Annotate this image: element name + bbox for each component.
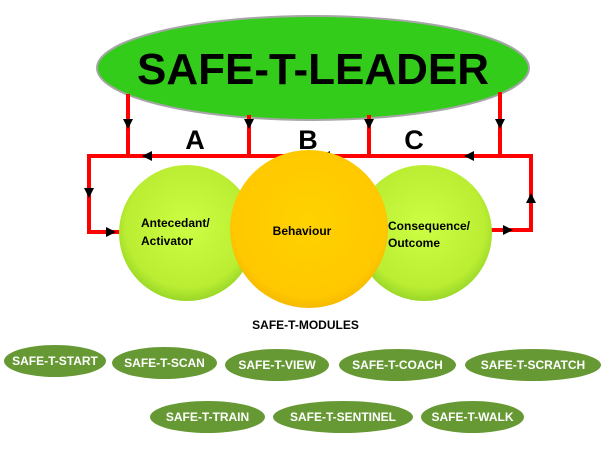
- module-pill[interactable]: SAFE-T-SCRATCH: [465, 349, 601, 381]
- arrowheads: [84, 119, 536, 237]
- module-pill[interactable]: SAFE-T-SCAN: [112, 347, 217, 379]
- arrowhead-icon: [526, 193, 536, 203]
- arrowhead-icon: [106, 227, 116, 237]
- module-pill[interactable]: SAFE-T-WALK: [421, 401, 524, 433]
- module-pill[interactable]: SAFE-T-START: [4, 345, 106, 377]
- section-label-a: A: [185, 125, 205, 155]
- arrowhead-icon: [142, 151, 152, 161]
- arrowhead-icon: [84, 188, 94, 198]
- arrowhead-icon: [364, 119, 374, 129]
- consequence-label-line1: Consequence/: [388, 219, 471, 233]
- arrowhead-icon: [464, 151, 474, 161]
- arrowhead-icon: [123, 119, 133, 129]
- behaviour-label: Behaviour: [273, 224, 332, 238]
- section-label-b: B: [298, 125, 318, 155]
- arrowhead-icon: [495, 119, 505, 129]
- behaviour-circle: [230, 150, 388, 308]
- module-pill[interactable]: SAFE-T-SENTINEL: [273, 401, 413, 433]
- consequence-label-line2: Outcome: [388, 236, 440, 250]
- modules-title: SAFE-T-MODULES: [252, 318, 359, 332]
- arrowhead-icon: [503, 225, 513, 235]
- module-pill[interactable]: SAFE-T-TRAIN: [150, 401, 265, 433]
- module-pill[interactable]: SAFE-T-VIEW: [225, 349, 329, 381]
- consequence-circle: [356, 165, 492, 301]
- antecedent-label-line1: Antecedant/: [141, 216, 210, 230]
- antecedent-label-line2: Activator: [141, 234, 193, 248]
- section-label-c: C: [404, 125, 424, 155]
- page-title: SAFE-T-LEADER: [137, 45, 489, 94]
- title-ellipse: [96, 15, 530, 121]
- module-pill[interactable]: SAFE-T-COACH: [339, 349, 456, 381]
- antecedent-circle: [119, 165, 255, 301]
- arrowhead-icon: [244, 119, 254, 129]
